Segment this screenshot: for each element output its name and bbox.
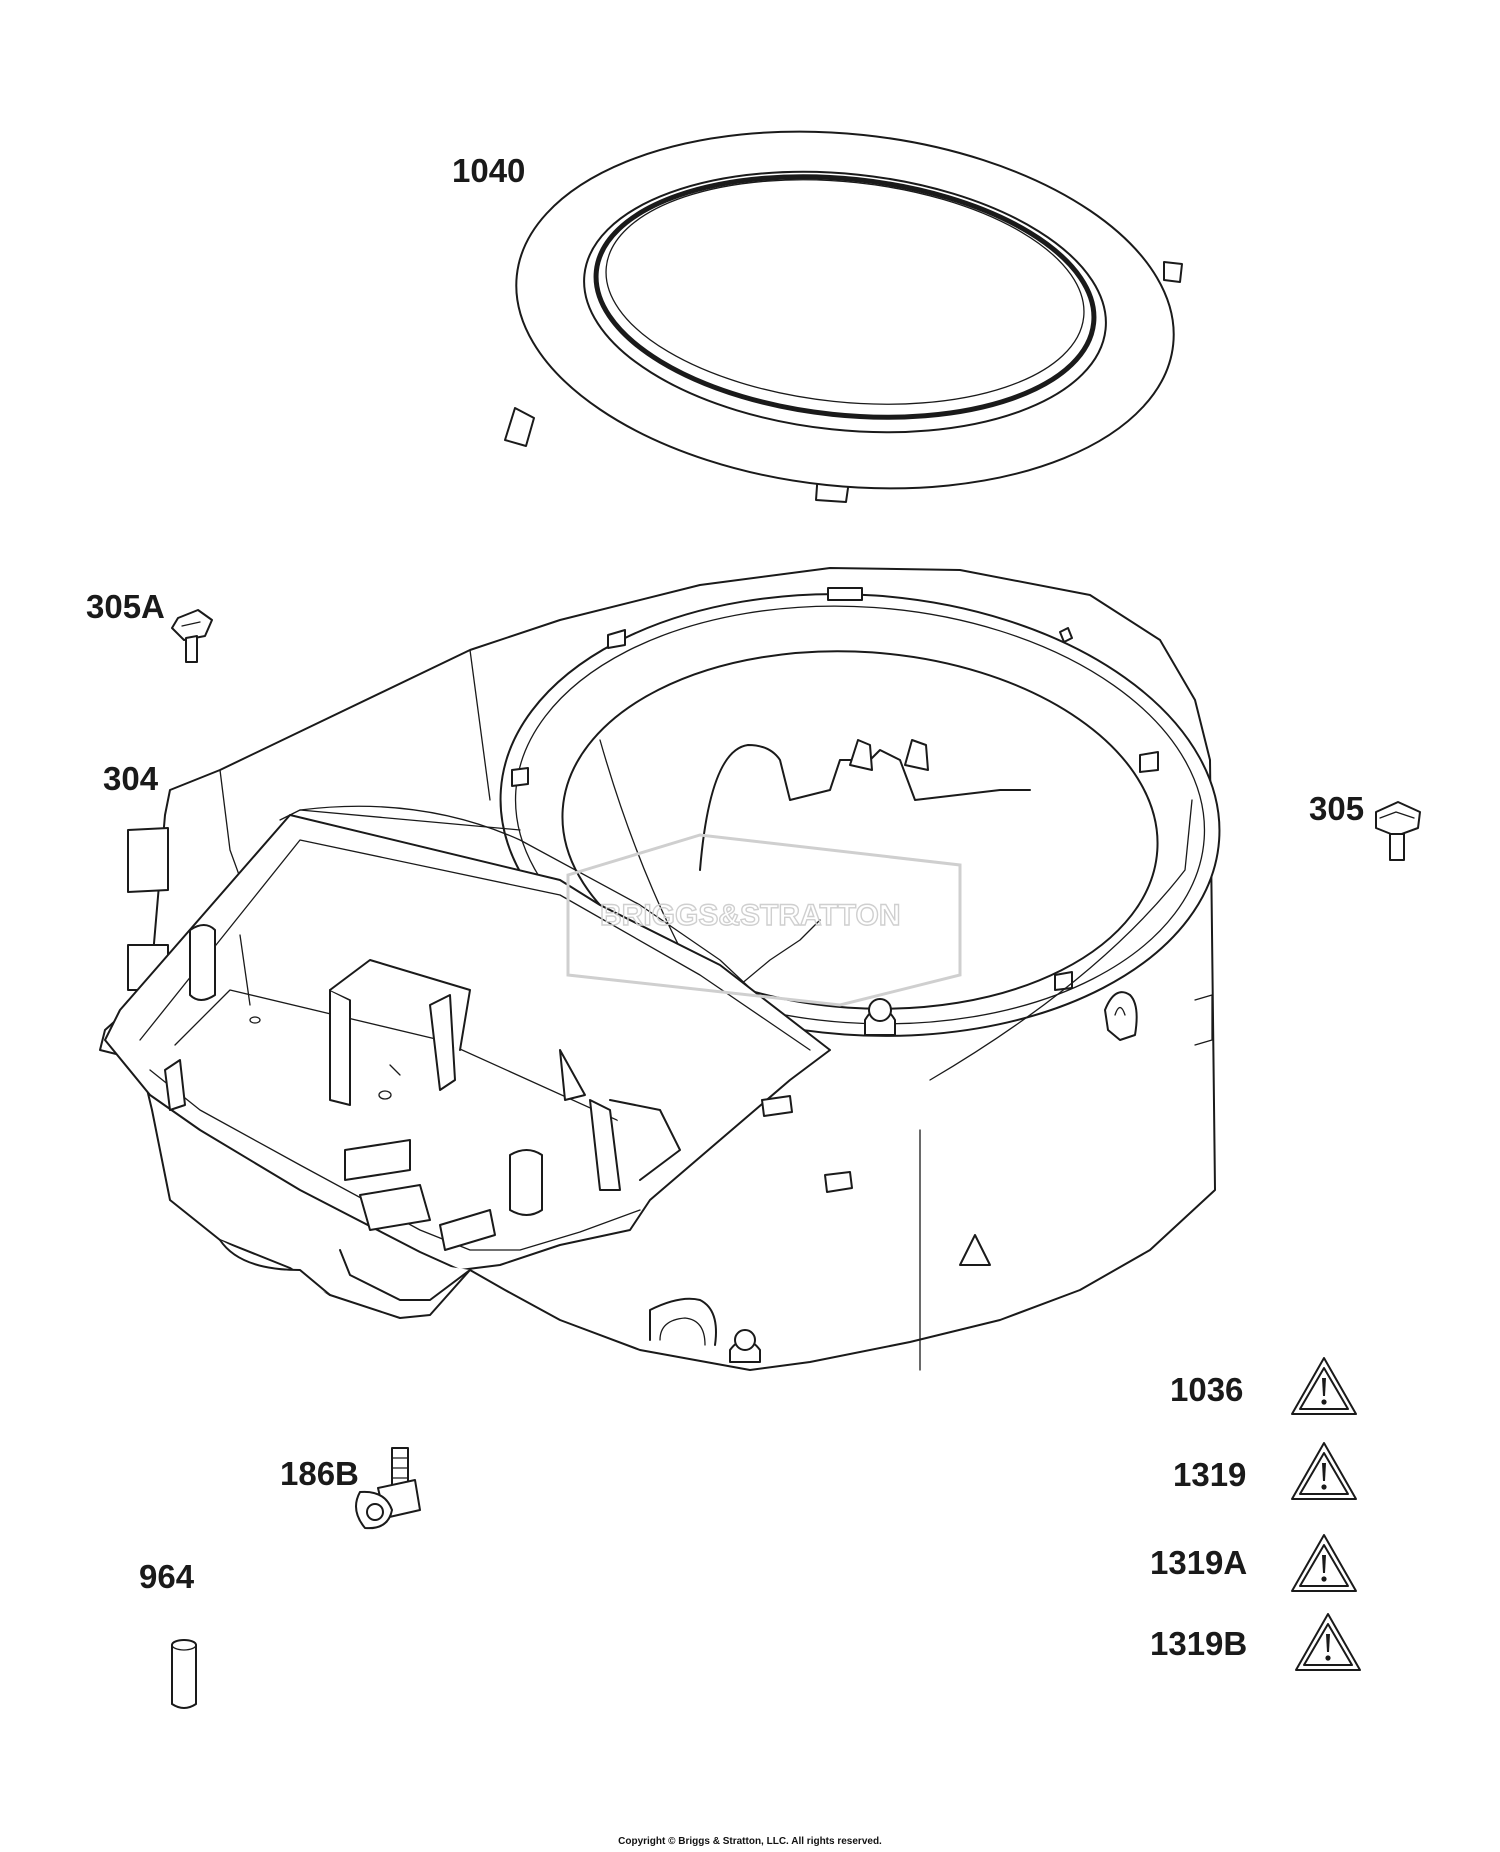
- blower-housing-part-304[interactable]: [99, 567, 1234, 1371]
- fitting-part-186b[interactable]: [355, 1447, 421, 1530]
- copyright-notice: Copyright © Briggs & Stratton, LLC. All …: [618, 1836, 882, 1847]
- watermark: BRIGGS&STRATTON: [566, 833, 962, 1007]
- callout-964[interactable]: 964: [139, 1558, 195, 1595]
- callout-305[interactable]: 305: [1309, 790, 1365, 827]
- warning-triangle-icon[interactable]: [1291, 1442, 1357, 1500]
- callout-1319b[interactable]: 1319B: [1150, 1625, 1248, 1662]
- callout-1319a[interactable]: 1319A: [1150, 1544, 1248, 1581]
- callout-305a[interactable]: 305A: [86, 588, 165, 625]
- warning-triangle-icon[interactable]: [1291, 1534, 1357, 1592]
- tube-part-964[interactable]: [171, 1639, 197, 1709]
- callout-1040[interactable]: 1040: [452, 152, 526, 189]
- watermark-text: BRIGGS&STRATTON: [600, 899, 901, 932]
- callout-186b[interactable]: 186B: [280, 1455, 359, 1492]
- bolt-part-305[interactable]: [1375, 801, 1421, 861]
- ring-part-1040[interactable]: [498, 100, 1191, 519]
- callout-304[interactable]: 304: [103, 760, 159, 797]
- warning-decals: [1291, 1357, 1361, 1671]
- warning-triangle-icon[interactable]: [1291, 1357, 1357, 1415]
- warning-triangle-icon[interactable]: [1295, 1613, 1361, 1671]
- screw-part-305a[interactable]: [171, 609, 213, 663]
- callout-1036[interactable]: 1036: [1170, 1371, 1244, 1408]
- callout-1319[interactable]: 1319: [1173, 1456, 1247, 1493]
